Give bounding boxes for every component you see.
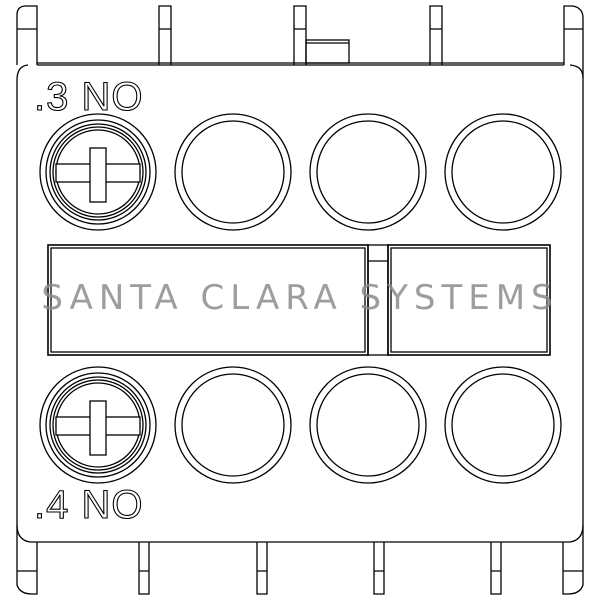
top-pins [16,5,584,78]
housing-outline [16,62,584,543]
label-windows [47,244,551,356]
screw-terminal-bottom [39,366,157,484]
label-bottom: .4 NO [34,483,143,527]
open-terminals-bottom [174,366,562,484]
label-top: .3 NO [34,75,143,119]
open-terminals-top [174,113,562,231]
screw-terminal-top [39,113,157,231]
bottom-pins [16,525,584,595]
